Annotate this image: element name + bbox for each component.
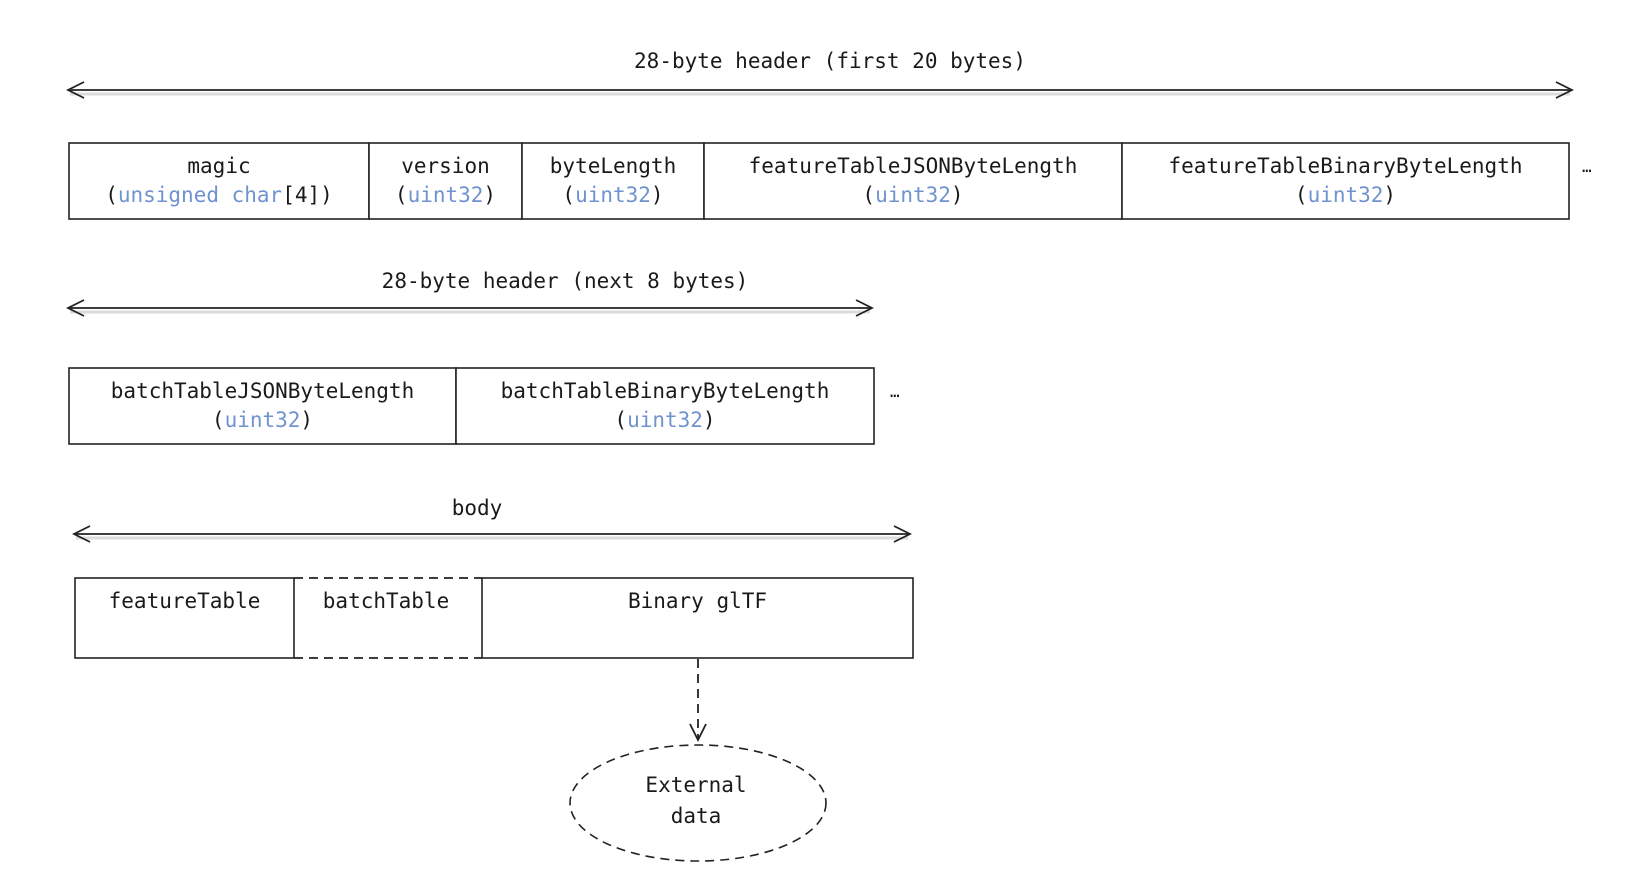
external-data-ellipse (569, 744, 827, 862)
field-featuretablebinarybytelength-type: uint32 (1308, 183, 1384, 207)
field-bytelength-type: uint32 (575, 183, 651, 207)
body-sections: featureTable batchTable Binary glTF (74, 577, 914, 659)
header-first-continuation: … (1582, 157, 1592, 176)
field-bytelength-type-label: (uint32) (562, 183, 663, 207)
body-batchtable-label: batchTable (323, 589, 449, 613)
field-featuretablebinarybytelength-type-label: (uint32) (1295, 183, 1396, 207)
field-batchtablejsonbytelength-type-label: (uint32) (212, 408, 313, 432)
body-binarygltf-label: Binary glTF (628, 589, 767, 613)
header-next-continuation: … (890, 382, 900, 401)
field-version-type-label: (uint32) (395, 183, 496, 207)
field-magic-type-label: (unsigned char[4]) (105, 183, 333, 207)
field-bytelength-name: byteLength (550, 154, 676, 178)
field-batchtablebinarybytelength-box (455, 367, 875, 445)
field-version-name: version (401, 154, 490, 178)
header-next-span-label: 28-byte header (next 8 bytes) (382, 269, 749, 293)
external-data-line2: data (671, 804, 722, 828)
field-batchtablejsonbytelength-type: uint32 (225, 408, 301, 432)
body-featuretable-label: featureTable (109, 589, 261, 613)
field-version-type: uint32 (408, 183, 484, 207)
field-magic-name: magic (187, 154, 250, 178)
field-featuretablebinarybytelength-name: featureTableBinaryByteLength (1168, 154, 1522, 178)
field-batchtablebinarybytelength-type-label: (uint32) (614, 408, 715, 432)
field-batchtablebinarybytelength-name: batchTableBinaryByteLength (501, 379, 830, 403)
body-binarygltf-box (481, 577, 914, 659)
field-batchtablebinarybytelength-type: uint32 (627, 408, 703, 432)
field-featuretablebinarybytelength-box (1121, 142, 1570, 220)
field-featuretablejsonbytelength-box (703, 142, 1123, 220)
body-span-label: body (452, 496, 503, 520)
field-magic-box (68, 142, 370, 220)
header-next-fields: batchTableJSONByteLength (uint32) batchT… (68, 367, 900, 445)
field-bytelength-box (521, 142, 705, 220)
field-featuretablejsonbytelength-name: featureTableJSONByteLength (749, 154, 1078, 178)
field-batchtablejsonbytelength-name: batchTableJSONByteLength (111, 379, 414, 403)
field-magic-type: unsigned char (118, 183, 282, 207)
header-first-span-label: 28-byte header (first 20 bytes) (634, 49, 1026, 73)
header-first-fields: magic (unsigned char[4]) version (uint32… (68, 142, 1592, 220)
external-data-line1: External (645, 773, 746, 797)
field-featuretablejsonbytelength-type-label: (uint32) (862, 183, 963, 207)
body-featuretable-box (74, 577, 295, 659)
field-batchtablejsonbytelength-box (68, 367, 457, 445)
field-version-box (368, 142, 523, 220)
field-featuretablejsonbytelength-type: uint32 (875, 183, 951, 207)
